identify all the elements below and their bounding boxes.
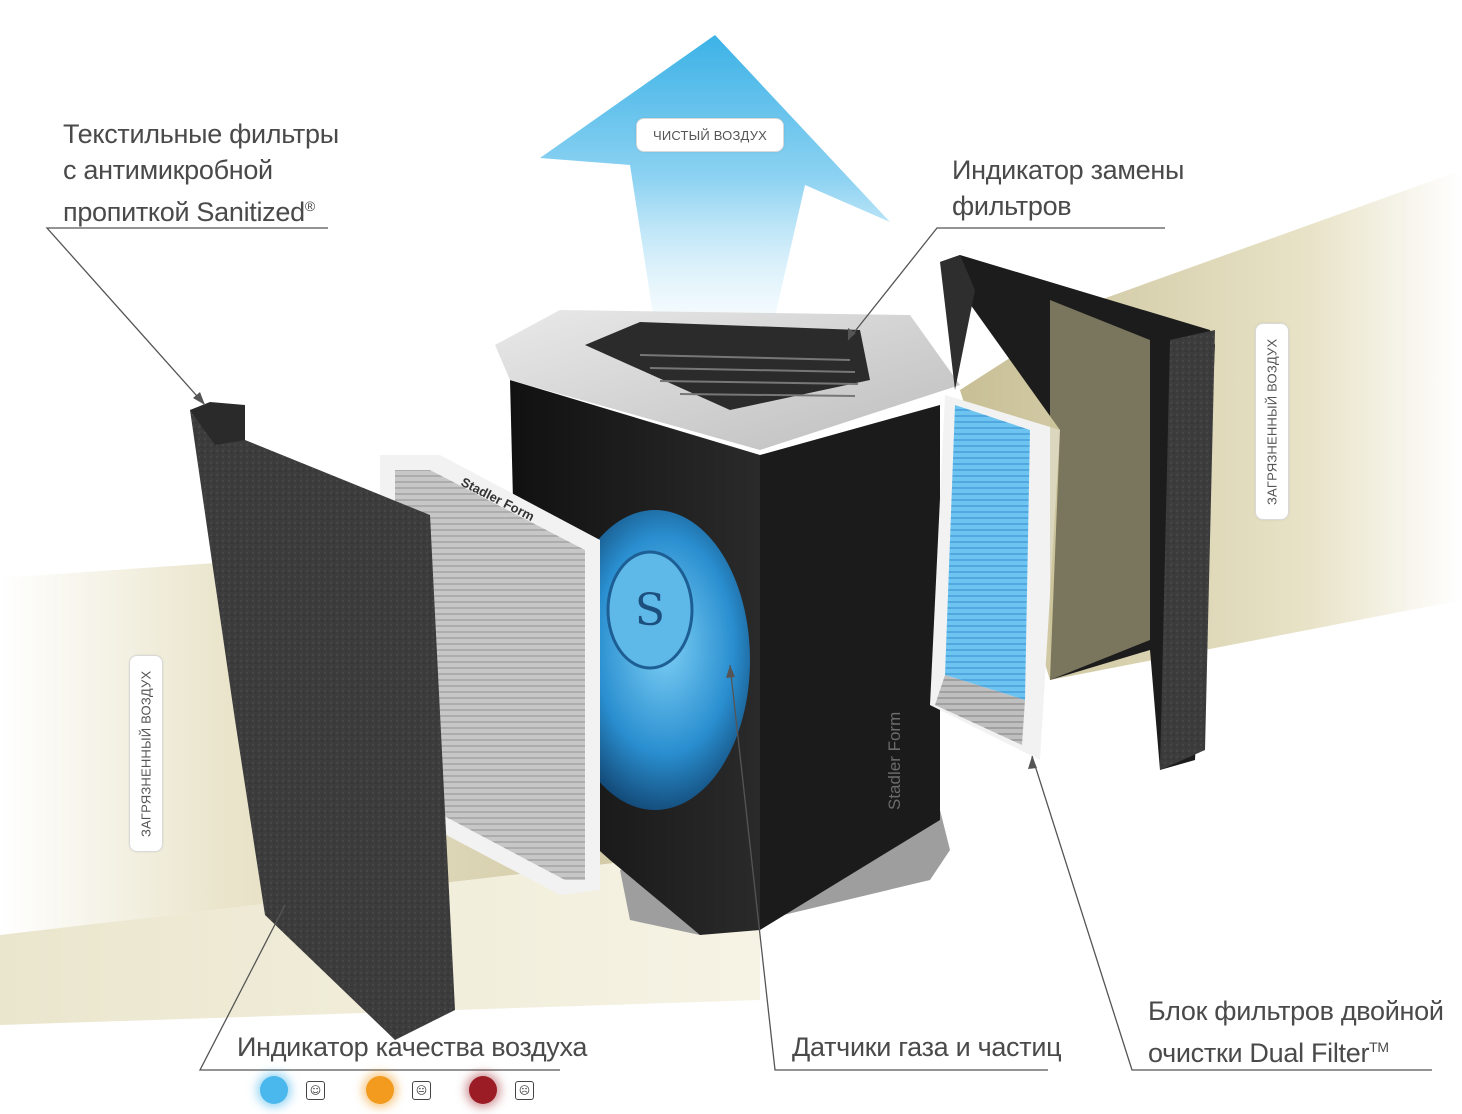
dirty-air-pill-right: ЗАГРЯЗНЕННЫЙ ВОЗДУХ	[1255, 323, 1289, 520]
label-air-quality: Индикатор качества воздуха	[237, 1032, 588, 1062]
quality-dot-poor	[469, 1076, 497, 1104]
clean-air-pill: ЧИСТЫЙ ВОЗДУХ	[636, 118, 784, 152]
right-textile-filter	[940, 255, 1215, 770]
neutral-face-icon: 😐	[412, 1080, 431, 1100]
leader-gas-sensors	[729, 664, 1048, 1071]
quality-indicator-moderate: 😐	[366, 1076, 431, 1104]
smile-face-icon: ☺	[306, 1080, 325, 1100]
leader-dual-filter	[1031, 755, 1432, 1071]
label-dual-filter-line-2: очистки Dual FilterTM	[1148, 1029, 1444, 1071]
quality-indicator-poor: ☹	[469, 1076, 534, 1104]
fan: S	[560, 510, 750, 810]
purifier-body: S Stadler Form	[495, 310, 960, 935]
trademark-mark: TM	[1369, 1039, 1389, 1055]
label-gas-sensors: Датчики газа и частиц	[792, 1032, 1062, 1062]
leader-air-quality	[198, 904, 560, 1071]
label-textile-filters: Текстильные фильтры с антимикробной проп…	[63, 116, 339, 230]
outlet-grille	[639, 354, 859, 397]
quality-dot-good	[260, 1076, 288, 1104]
label-dual-filter-line-1: Блок фильтров двойной	[1148, 996, 1444, 1026]
leader-textile-filters	[45, 227, 328, 406]
brand-logo: Stadler Form	[885, 712, 904, 810]
dual-filter-block	[930, 395, 1060, 760]
label-textile-line-1: Текстильные фильтры	[63, 119, 339, 149]
label-dual-filter-line-2-text: очистки Dual Filter	[1148, 1038, 1370, 1068]
leader-lines	[45, 227, 1432, 1071]
quality-indicator-good: ☺	[260, 1076, 325, 1104]
leader-filter-change	[847, 227, 1165, 341]
clean-air-arrow	[540, 35, 890, 360]
label-textile-line-3-text: пропиткой Sanitized	[63, 197, 305, 227]
label-filter-change-line-1: Индикатор замены	[952, 155, 1185, 185]
registered-mark: ®	[304, 198, 315, 214]
quality-dot-moderate	[366, 1076, 394, 1104]
label-filter-change-line-2: фильтров	[952, 191, 1072, 221]
fan-logo: S	[635, 585, 665, 636]
label-textile-line-2: с антимикробной	[63, 155, 273, 185]
left-textile-filter	[190, 402, 455, 1040]
leader-arrowheads	[193, 328, 1037, 769]
label-filter-change: Индикатор замены фильтров	[952, 152, 1184, 224]
label-dual-filter: Блок фильтров двойной очистки Dual Filte…	[1148, 993, 1444, 1071]
label-textile-line-3: пропиткой Sanitized®	[63, 188, 339, 230]
sad-face-icon: ☹	[515, 1080, 534, 1100]
dirty-air-pill-left: ЗАГРЯЗНЕННЫЙ ВОЗДУХ	[129, 655, 163, 852]
